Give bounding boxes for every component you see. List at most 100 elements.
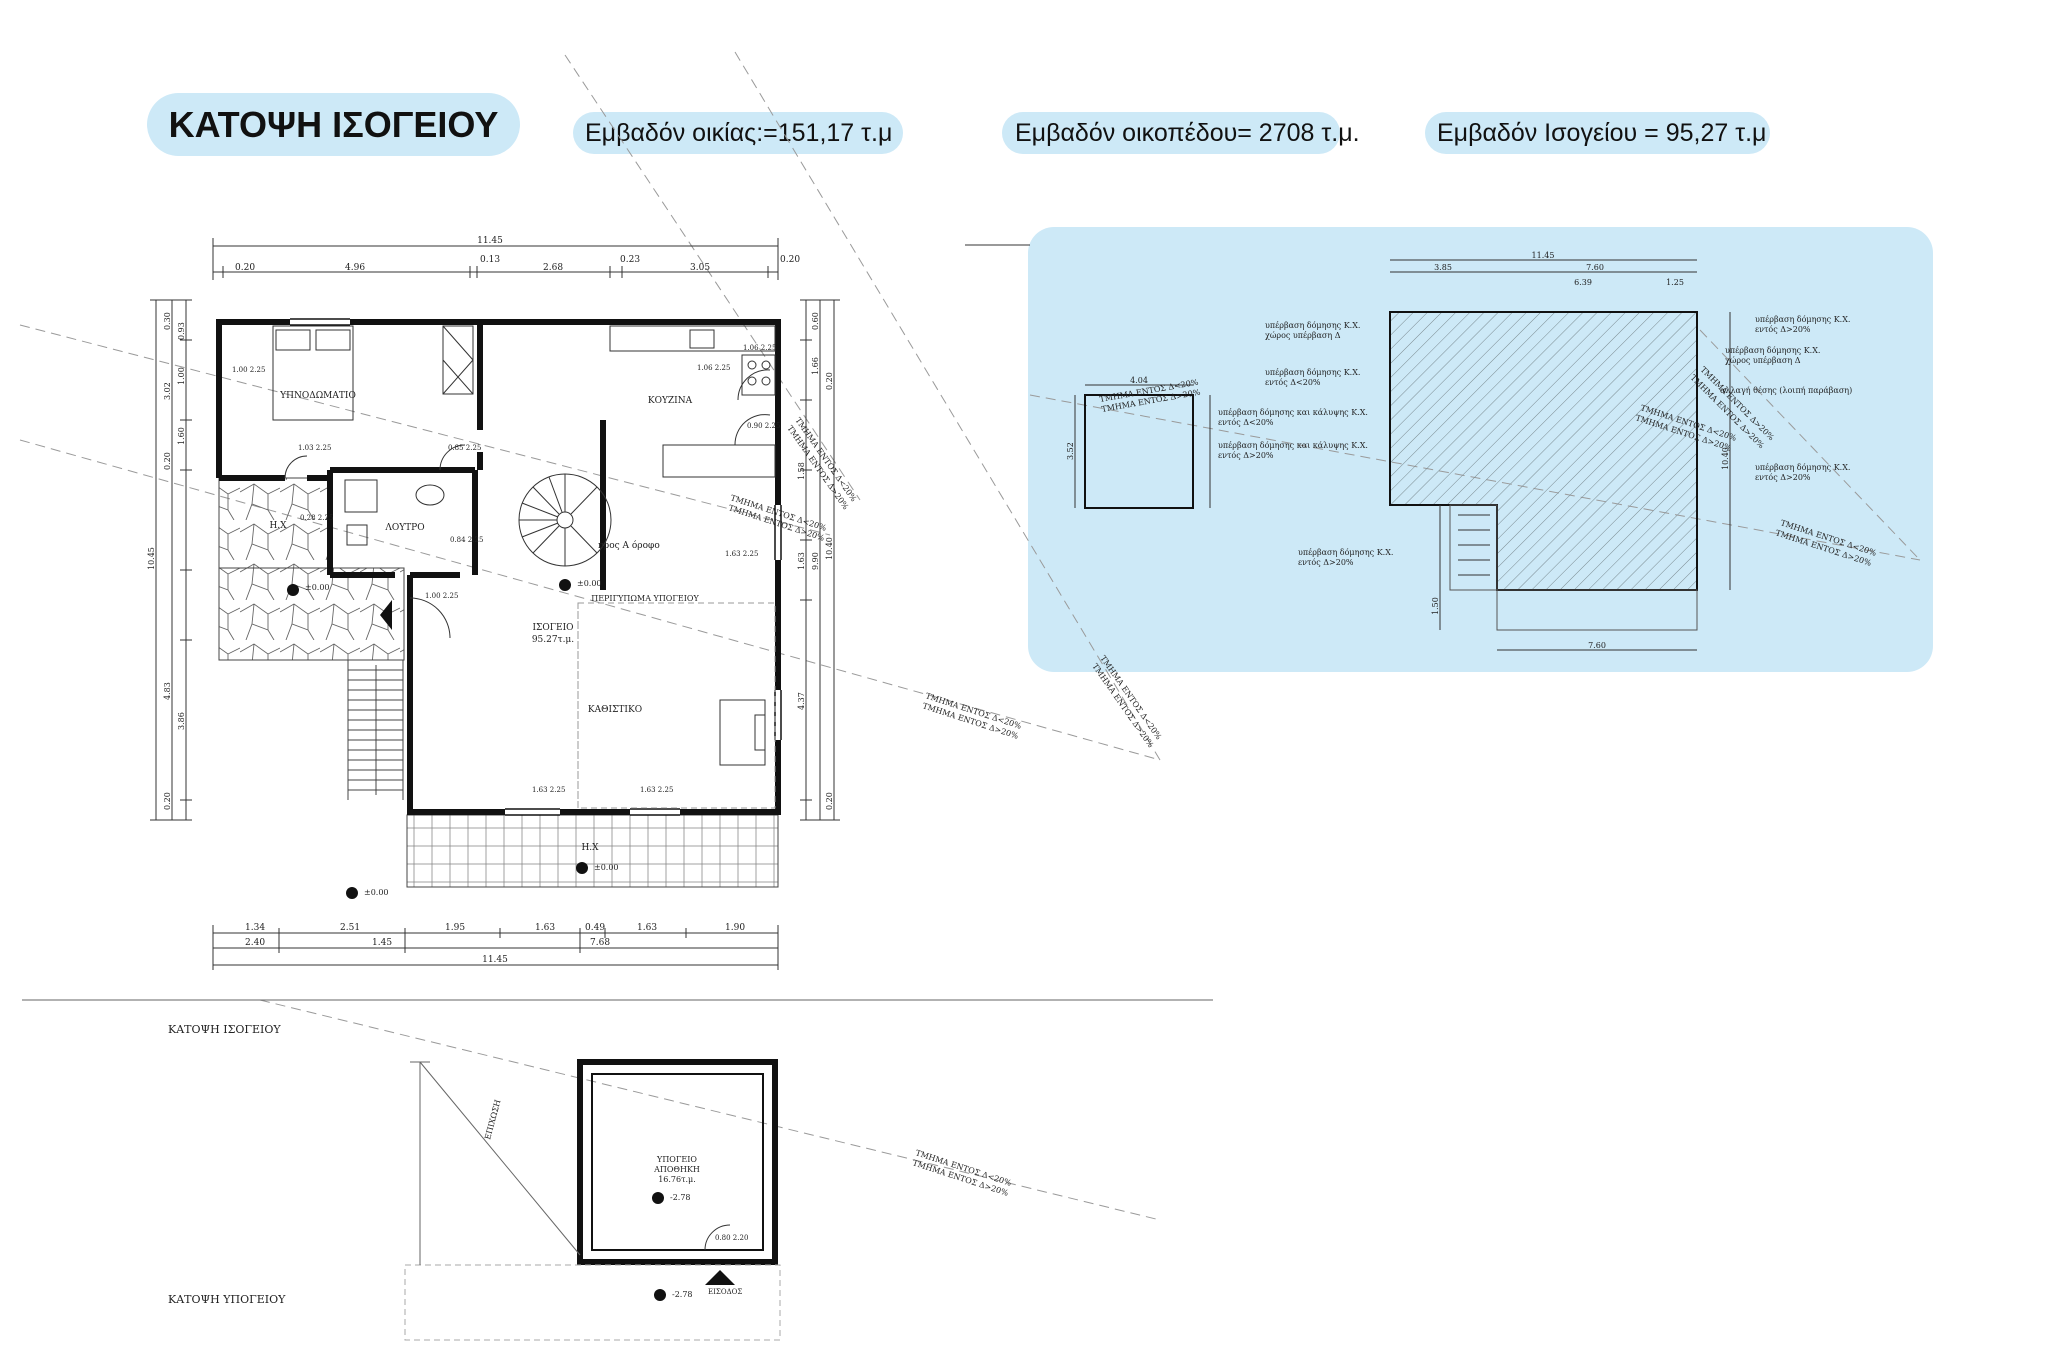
dim-top-5: 3.05 — [690, 263, 710, 273]
dim-top-total: 11.45 — [477, 236, 503, 246]
site-note-5b: εντός Δ>20% — [1298, 558, 1354, 567]
site-note-r2b: χώρος υπέρβαση Δ — [1725, 356, 1801, 365]
win-8: 0.90 2.25 — [747, 422, 780, 430]
site-note-3b: εντός Δ<20% — [1218, 418, 1274, 427]
site-note-r4: υπέρβαση δόμησης Κ.Χ. — [1755, 463, 1850, 472]
win-12: 1.06 2.25 — [743, 344, 776, 352]
dim-bot2-1: 1.45 — [372, 938, 392, 948]
dim-left-2: 3.02 — [163, 382, 172, 400]
basement-area: 16.76τ.μ. — [658, 1175, 696, 1184]
site-note-r3: αλλαγή θέσης (λοιπή παράβαση) — [1720, 386, 1852, 395]
win-4: 0.28 2.25 — [300, 514, 333, 522]
level-1: ±0.00 — [305, 583, 330, 592]
dim-top-0: 0.20 — [235, 263, 255, 273]
dim-bot2-2: 7.68 — [590, 938, 610, 948]
dim-bot-1: 2.51 — [340, 923, 360, 933]
basement-room: ΥΠΟΓΕΙΟ — [656, 1155, 697, 1164]
section-note-7: ΤΜΗΜΑ ΕΝΤΟΣ Δ<20% — [1098, 654, 1163, 742]
ground-area-label: Εμβαδόν Ισογείου = 95,27 τ.μ — [1425, 112, 1770, 154]
dim-bot-total: 11.45 — [482, 955, 508, 965]
site-note-5: υπέρβαση δόμησης Κ.Χ. — [1298, 548, 1393, 557]
basement-level: -2.78 — [670, 1193, 691, 1202]
dim-top-4: 0.23 — [620, 255, 640, 265]
dim-right-5: 4.37 — [797, 692, 806, 710]
site-dim-side-0: 1.50 — [1431, 597, 1440, 615]
site-dim-left-box: 4.04 — [1130, 376, 1148, 385]
site-dim-total: 11.45 — [1532, 251, 1555, 260]
room-basement-outline: ΠΕΡΙΓΥΠΩΜΑ ΥΠΟΓΕΙΟΥ — [591, 594, 699, 603]
dim-right-6: 9.90 — [811, 552, 820, 570]
win-6: 1.00 2.25 — [425, 592, 458, 600]
dim-left-6: 4.83 — [163, 682, 172, 700]
dim-right-3: 1.58 — [797, 462, 806, 480]
room-living: ΚΑΘΙΣΤΙΚΟ — [588, 705, 642, 715]
site-dim-top-0: 3.85 — [1434, 263, 1452, 272]
room-bathroom: ΛΟΥΤΡΟ — [384, 523, 424, 533]
dim-right-1: 1.66 — [811, 357, 820, 375]
dim-left-8: 0.20 — [163, 792, 172, 810]
basement-door: 0.80 2.20 — [715, 1234, 748, 1242]
dim-top-3: 2.68 — [543, 263, 563, 273]
dim-left-5: 0.20 — [163, 452, 172, 470]
site-note-2b: εντός Δ<20% — [1265, 378, 1321, 387]
site-dim-bottom: 7.60 — [1588, 641, 1606, 650]
site-note-r2: υπέρβαση δόμησης Κ.Χ. — [1725, 346, 1820, 355]
site-note-r4b: εντός Δ>20% — [1755, 473, 1811, 482]
dim-bot-4: 0.49 — [585, 923, 605, 933]
stairs-up-label: προς Α όροφο — [598, 540, 660, 551]
site-note-3: υπέρβαση δόμησης και κάλυψης Κ.Χ. — [1218, 408, 1368, 417]
win-1: 1.00 2.25 — [232, 366, 265, 374]
win-9: 1.63 2.25 — [725, 550, 758, 558]
site-note-r1: υπέρβαση δόμησης Κ.Χ. — [1755, 315, 1850, 324]
room-hk-bottom: Η.Χ — [581, 843, 599, 853]
win-2: 1.03 2.25 — [298, 444, 331, 452]
dim-right-4: 1.63 — [797, 552, 806, 570]
dim-right-2: 0.20 — [825, 372, 834, 390]
section-note-8: ΤΜΗΜΑ ΕΝΤΟΣ Δ>20% — [1090, 662, 1155, 750]
dim-left-7: 3.86 — [177, 712, 186, 730]
site-dim-side-2: 3.52 — [1066, 442, 1075, 460]
section-note-4: ΤΜΗΜΑ ΕΝΤΟΣ Δ>20% — [785, 424, 850, 512]
dim-right-0: 0.60 — [811, 312, 820, 330]
room-bedroom: ΥΠΝΟΔΩΜΑΤΙΟ — [279, 391, 356, 401]
dim-bot2-0: 2.40 — [245, 938, 265, 948]
level-4: ±0.00 — [364, 888, 389, 897]
dim-bot-2: 1.95 — [445, 923, 465, 933]
win-3: 0.85 2.25 — [448, 444, 481, 452]
dim-top-1: 4.96 — [345, 263, 365, 273]
site-note-1: υπέρβαση δόμησης Κ.Χ. — [1265, 321, 1360, 330]
win-11: 1.63 2.25 — [640, 786, 673, 794]
dim-left-0: 0.30 — [163, 312, 172, 330]
dim-bot-6: 1.90 — [725, 923, 745, 933]
basement-level-out: -2.78 — [672, 1290, 693, 1299]
basement-entrance: ΕΙΣΟΔΟΣ — [708, 1288, 742, 1296]
site-dim-side-1: 10.40 — [1721, 447, 1730, 470]
dim-bot-3: 1.63 — [535, 923, 555, 933]
dim-left-9: 10.45 — [147, 547, 156, 570]
site-note-4b: εντός Δ>20% — [1218, 451, 1274, 460]
room-ground: ΙΣΟΓΕΙΟ — [532, 623, 573, 633]
dim-bot-0: 1.34 — [245, 923, 265, 933]
site-dim-right: 1.25 — [1666, 278, 1684, 287]
site-dim-inner: 6.39 — [1574, 278, 1592, 287]
room-ground-area: 95.27τ.μ. — [532, 635, 574, 645]
basement-ramp: ΕΠΙΧΩΣΗ — [483, 1099, 502, 1141]
dim-left-3: 1.00 — [177, 367, 186, 385]
site-note-4: υπέρβαση δόμησης και κάλυψης Κ.Χ. — [1218, 441, 1368, 450]
dim-right-7: 10.40 — [825, 537, 834, 560]
dim-left-4: 1.60 — [177, 427, 186, 445]
ground-floor-plan — [150, 238, 840, 970]
ground-plan-caption: ΚΑΤΟΨΗ ΙΣΟΓΕΙΟΥ — [168, 1023, 281, 1036]
win-10: 1.63 2.25 — [532, 786, 565, 794]
room-kitchen: ΚΟΥΖΙΝΑ — [648, 396, 693, 406]
basement-room-name: ΑΠΟΘΗΚΗ — [653, 1165, 700, 1174]
room-hk-left: Η.Χ — [269, 521, 287, 531]
site-note-r1b: εντός Δ>20% — [1755, 325, 1811, 334]
win-5: 0.84 2.25 — [450, 536, 483, 544]
plot-area-label: Εμβαδόν οικοπέδου= 2708 τ.μ. — [1002, 112, 1360, 154]
level-3: ±0.00 — [594, 863, 619, 872]
dim-left-1: 0.93 — [177, 322, 186, 340]
dim-top-2: 0.13 — [480, 255, 500, 265]
level-2: ±0.00 — [577, 579, 602, 588]
